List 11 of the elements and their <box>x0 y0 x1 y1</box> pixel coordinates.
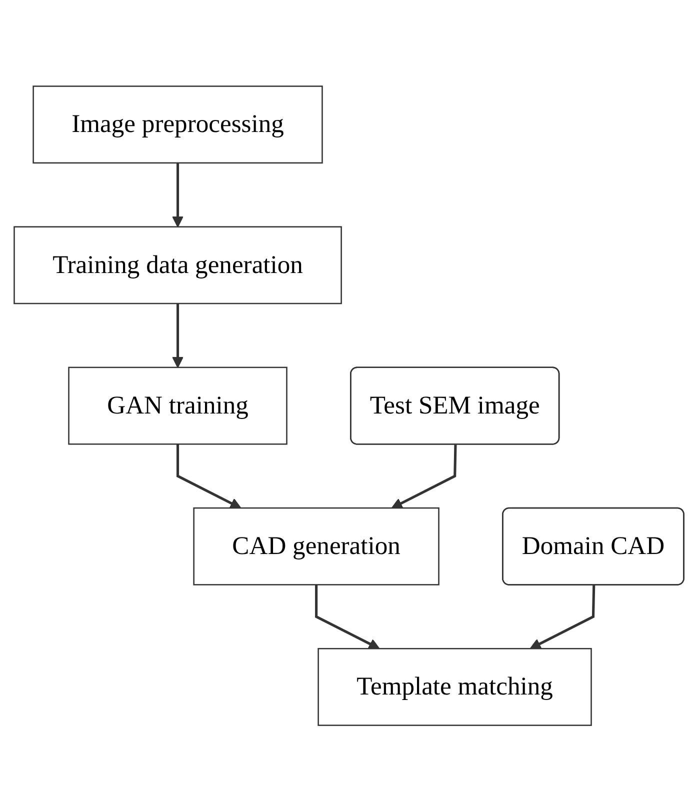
arrow <box>176 444 242 509</box>
node-box: Training data generation <box>14 226 342 304</box>
arrow <box>530 586 596 650</box>
node-box: Template matching <box>318 648 592 726</box>
node-box: Image preprocessing <box>32 86 323 164</box>
arrow <box>315 584 380 650</box>
arrow <box>391 444 457 509</box>
arrow <box>172 163 184 228</box>
arrow <box>172 304 184 368</box>
node-box: CAD generation <box>193 508 440 586</box>
node-box: GAN training <box>68 367 288 445</box>
